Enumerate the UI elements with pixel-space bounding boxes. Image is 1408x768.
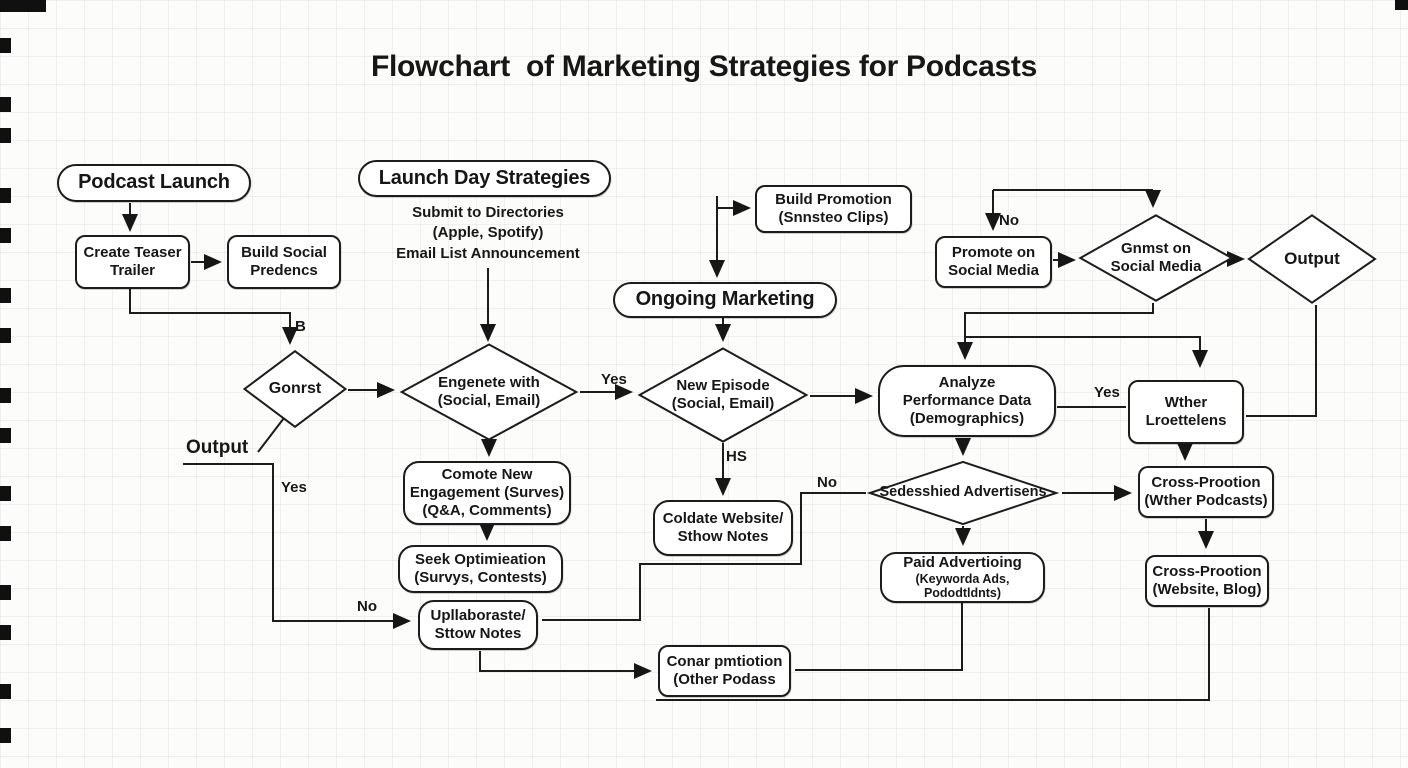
edge-artifact xyxy=(1395,0,1408,10)
edge-label-no-left: No xyxy=(357,598,377,615)
edge-artifact xyxy=(0,38,11,53)
decision-gonrst: Gonrst xyxy=(243,350,347,428)
decision-sedesshied-advertisens: Sedesshied Advertisens xyxy=(867,461,1059,525)
launch-day-notes: Submit to Directories (Apple, Spotify) E… xyxy=(396,204,580,262)
diamond-shape xyxy=(867,461,1059,525)
edge-label-b: B xyxy=(295,318,306,335)
page-title: Flowchart of Marketing Strategies for Po… xyxy=(370,50,1038,83)
diamond-shape xyxy=(637,347,809,443)
decision-engenete-with: Engenete with (Social, Email) xyxy=(399,343,579,441)
node-paid-advertioing: Paid Advertioing (Keyworda Ads, Pododtld… xyxy=(880,552,1045,603)
node-upllaboraste-show-notes: Upllaboraste/ Sttow Notes xyxy=(418,600,538,650)
node-paid-advertioing-sub: (Keyworda Ads, Pododtldnts) xyxy=(915,571,1010,601)
node-analyze-performance-data: Analyze Performance Data (Demographics) xyxy=(878,365,1056,437)
node-build-social-predencs: Build Social Predencs xyxy=(227,235,341,289)
node-create-teaser-trailer: Create Teaser Trailer xyxy=(75,235,190,289)
edge-label-no-mid: No xyxy=(817,474,837,491)
edge-artifact xyxy=(0,0,46,12)
node-ongoing-marketing: Ongoing Marketing xyxy=(613,282,837,318)
edge-label-no-top: No xyxy=(999,212,1019,229)
node-cross-prootion-website: Cross-Prootion (Website, Blog) xyxy=(1145,555,1269,607)
diamond-shape xyxy=(399,343,579,441)
node-seek-optimieation: Seek Optimieation (Survys, Contests) xyxy=(398,545,563,593)
decision-new-episode: New Episode (Social, Email) xyxy=(637,347,809,443)
node-podcast-launch: Podcast Launch xyxy=(57,164,251,202)
node-promote-on-social-media: Promote on Social Media xyxy=(935,236,1052,288)
node-build-promotion: Build Promotion (Snnsteo Clips) xyxy=(755,185,912,233)
node-conar-pmtiotion: Conar pmtiotion (Other Podass xyxy=(658,645,791,697)
node-cross-prootion-podcasts: Cross-Prootion (Wther Podcasts) xyxy=(1138,466,1274,518)
edge-label-output: Output xyxy=(186,437,249,458)
diamond-shape xyxy=(243,350,347,428)
edge-label-yes-mid: Yes xyxy=(601,371,627,388)
diamond-shape xyxy=(1247,214,1377,304)
edge-label-yes-right: Yes xyxy=(1094,384,1120,401)
decision-output: Output xyxy=(1247,214,1377,304)
node-wther-lroettelens: Wther Lroettelens xyxy=(1128,380,1244,444)
edge-label-yes-left: Yes xyxy=(281,479,307,496)
edge-label-hs: HS xyxy=(726,448,747,465)
node-coldate-website-show-notes: Coldate Website/ Sthow Notes xyxy=(653,500,793,556)
decision-gnmst-on-social-media: Gnmst on Social Media xyxy=(1078,214,1234,302)
diamond-shape xyxy=(1078,214,1234,302)
node-comote-new-engagement: Comote New Engagement (Surves) (Q&A, Com… xyxy=(403,461,571,525)
node-launch-day-strategies: Launch Day Strategies xyxy=(358,160,611,197)
